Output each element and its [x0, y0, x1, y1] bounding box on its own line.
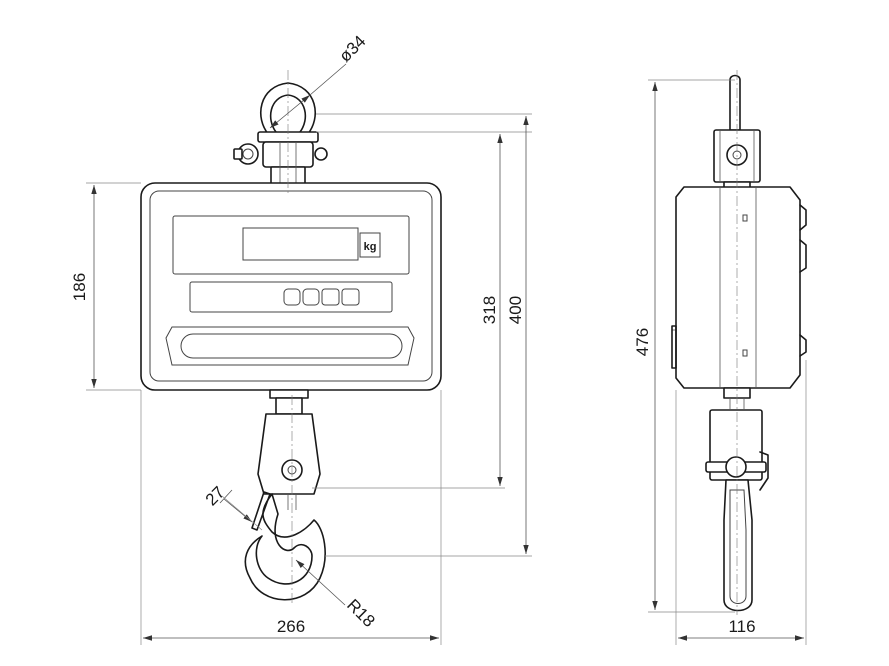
dim-shackle-diameter: ø34: [335, 32, 369, 66]
label-slot: [180, 333, 403, 359]
scale-housing: kg: [140, 182, 442, 391]
side-dimensions: 476 116: [633, 79, 807, 645]
dim-hook-radius: R18: [343, 595, 378, 630]
unit-label: kg: [364, 241, 377, 253]
dim-height-186: 186: [70, 273, 89, 301]
dim-height-400: 400: [506, 296, 525, 324]
side-top-lug: [729, 74, 741, 131]
hook-assembly: [244, 389, 326, 605]
display-screen: [242, 227, 359, 261]
shackle: [233, 82, 328, 188]
key-2: [302, 288, 320, 306]
key-3: [321, 288, 340, 306]
unit-label-box: [359, 232, 381, 258]
side-hook: [723, 479, 753, 612]
dim-height-318: 318: [480, 296, 499, 324]
keypad-panel: [189, 281, 393, 313]
dim-depth-116: 116: [728, 617, 755, 636]
hook-latch: [251, 491, 271, 531]
side-body: [675, 186, 801, 389]
hook: [244, 493, 326, 601]
side-view: [671, 70, 807, 615]
dim-hook-throat: 27: [202, 483, 229, 510]
key-1: [283, 288, 301, 306]
label-plate: [165, 326, 415, 366]
dim-total-height-476: 476: [633, 328, 652, 356]
display-window: [172, 215, 410, 275]
front-dimensions: ø34 186 318 400 27 R18 266: [70, 32, 532, 645]
dim-width-266: 266: [277, 617, 305, 636]
key-4: [341, 288, 360, 306]
front-view: kg: [140, 70, 442, 605]
